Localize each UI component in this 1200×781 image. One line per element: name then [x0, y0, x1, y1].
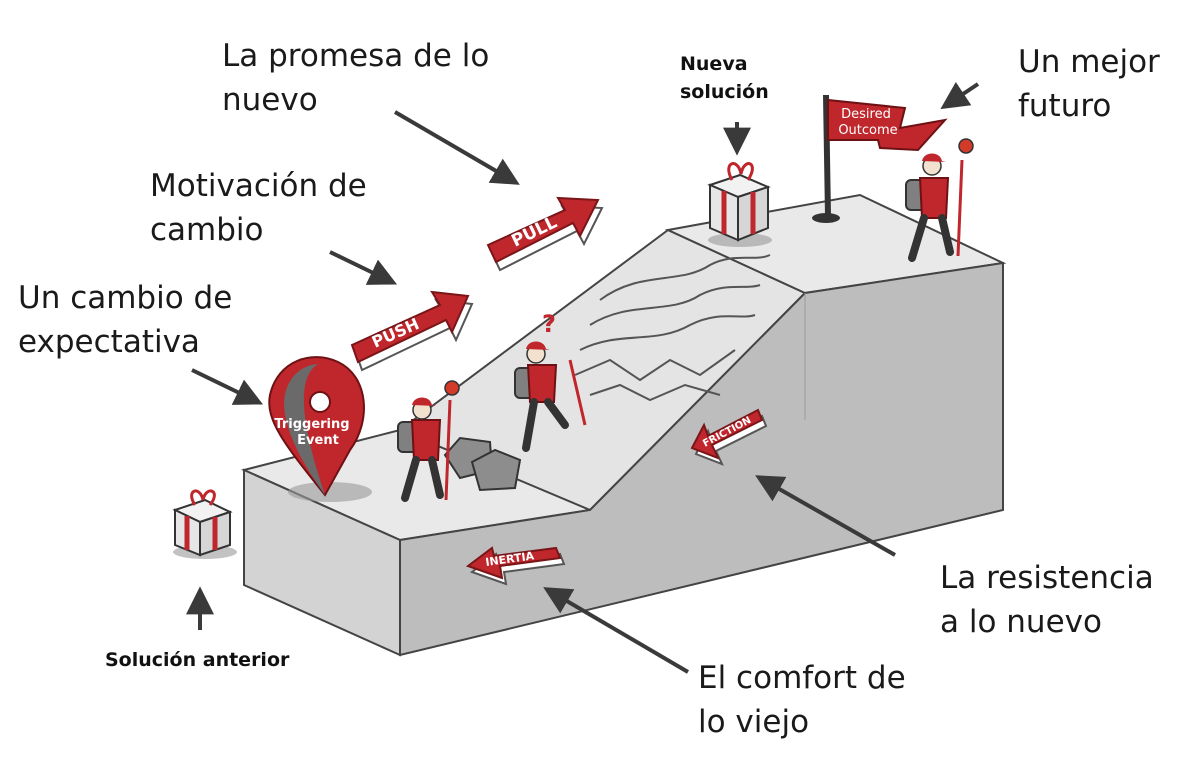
confused-hiker-icon: ? [514, 310, 587, 452]
old-solution-gift-icon [172, 489, 237, 559]
label-expectation: Un cambio de expectativa [18, 280, 233, 360]
inertia-arrow: INERTIA [465, 546, 566, 586]
desired-outcome-flag: Desired Outcome [812, 94, 948, 223]
label-better-future: Un mejor futuro [1018, 44, 1160, 124]
label-promise: La promesa de lo nuevo [222, 38, 490, 118]
pointer-arrows [186, 81, 980, 674]
desired-outcome-text-1: Desired [841, 107, 891, 122]
label-comfort: El comfort de lo viejo [698, 660, 906, 740]
hiker-icon [397, 380, 460, 502]
label-motivation: Motivación de cambio [150, 168, 367, 248]
maze-path [574, 254, 771, 402]
triggering-event-text-1: Triggering [274, 417, 349, 432]
arrow-resistance [755, 475, 896, 557]
rocks [443, 436, 522, 492]
arrow-promise [393, 110, 520, 185]
arrow-better-future [940, 81, 980, 110]
push-arrow: PUSH [350, 290, 474, 372]
svg-text:?: ? [542, 310, 556, 338]
label-new-solution: Nueva solución [680, 53, 769, 103]
label-resistance: La resistencia a lo nuevo [940, 560, 1154, 640]
pull-arrow: PULL [486, 196, 604, 272]
label-old-solution: Solución anterior [105, 649, 290, 671]
triggering-event-pin: Triggering Event [268, 356, 372, 502]
new-solution-gift-icon [707, 162, 772, 247]
arrow-expectation [191, 368, 264, 405]
arrow-motivation [329, 250, 398, 285]
desired-outcome-text-2: Outcome [838, 123, 897, 138]
successful-hiker-icon [905, 138, 974, 262]
triggering-event-text-2: Event [297, 433, 339, 448]
arrow-comfort [543, 587, 690, 674]
